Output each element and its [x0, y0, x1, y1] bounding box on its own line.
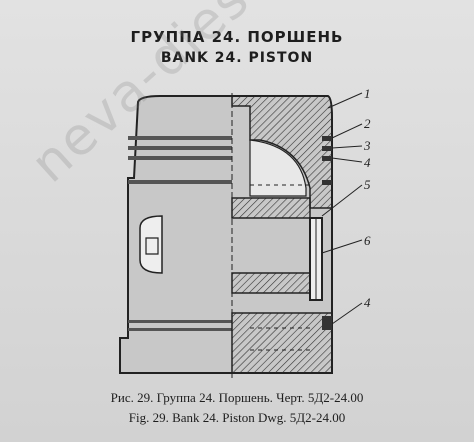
figure-caption-ru: Рис. 29. Группа 24. Поршень. Черт. 5Д2-2… [110, 390, 364, 405]
page-title-ru: ГРУППА 24. ПОРШЕНЬ [130, 28, 344, 46]
oil-passages [250, 184, 310, 351]
figure-caption-en: Fig. 29. Bank 24. Piston Dwg. 5Д2-24.00 [128, 410, 346, 425]
piston-drawing: 1 2 3 4 5 6 4 [119, 88, 371, 378]
piston-rings-right [322, 136, 332, 330]
callout-6: 6 [364, 233, 371, 248]
callout-4b: 4 [364, 295, 371, 310]
callout-4a: 4 [364, 155, 371, 170]
page-title-en: BANK 24. PISTON [160, 50, 314, 66]
ring-grooves-left [128, 136, 232, 331]
pin-boss-left [139, 215, 163, 274]
leader-lines [321, 92, 363, 325]
callout-5: 5 [364, 177, 371, 192]
callout-2: 2 [364, 116, 371, 131]
callout-1: 1 [364, 88, 371, 101]
callout-3: 3 [363, 138, 371, 153]
